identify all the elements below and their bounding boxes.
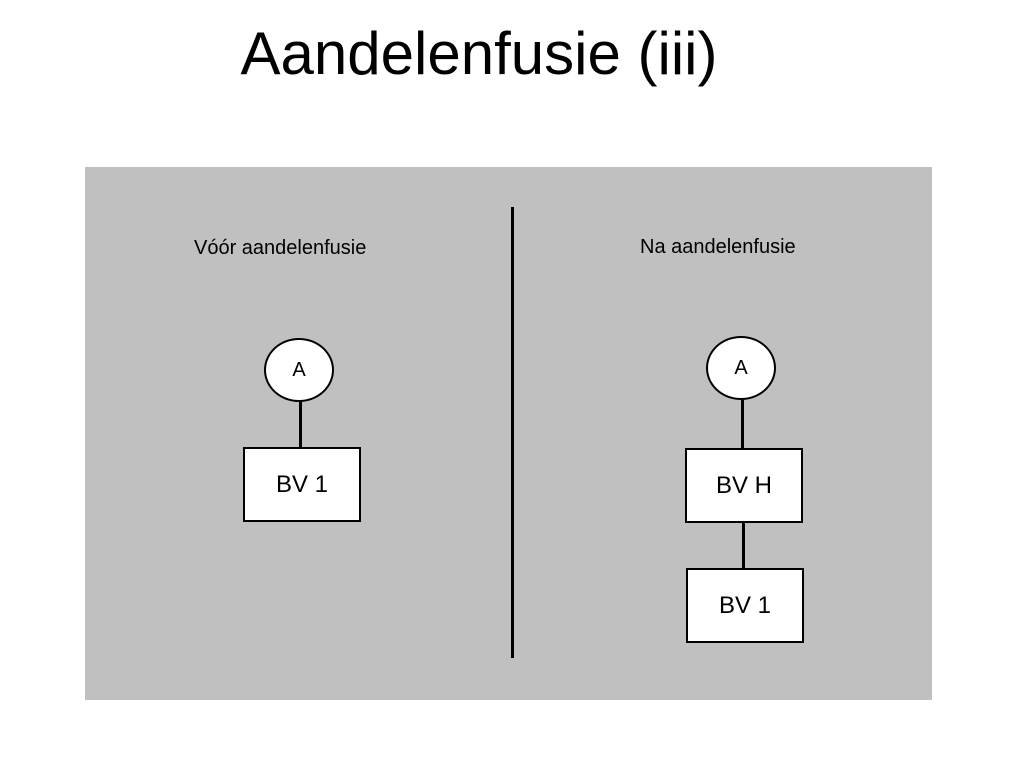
after-subsidiary-node: BV 1 xyxy=(686,568,804,643)
after-subsidiary-label: BV 1 xyxy=(718,591,772,619)
before-company-node: BV 1 xyxy=(243,447,361,522)
before-shareholder-label: A xyxy=(292,358,306,381)
slide-title: Aandelenfusie (iii) xyxy=(240,20,718,87)
after-shareholder-label: A xyxy=(734,356,748,379)
panel-divider xyxy=(511,207,514,658)
after-holding-node: BV H xyxy=(685,448,803,523)
after-edge-holding-subsidiary xyxy=(742,522,745,570)
before-shareholder-node: A xyxy=(264,338,334,402)
after-shareholder-node: A xyxy=(706,336,776,400)
before-edge-shareholder-company xyxy=(299,402,302,448)
before-company-label: BV 1 xyxy=(275,470,329,498)
after-holding-label: BV H xyxy=(715,471,772,499)
after-heading: Na aandelenfusie xyxy=(640,236,796,258)
before-heading: Vóór aandelenfusie xyxy=(194,237,367,259)
after-edge-shareholder-holding xyxy=(741,400,744,449)
